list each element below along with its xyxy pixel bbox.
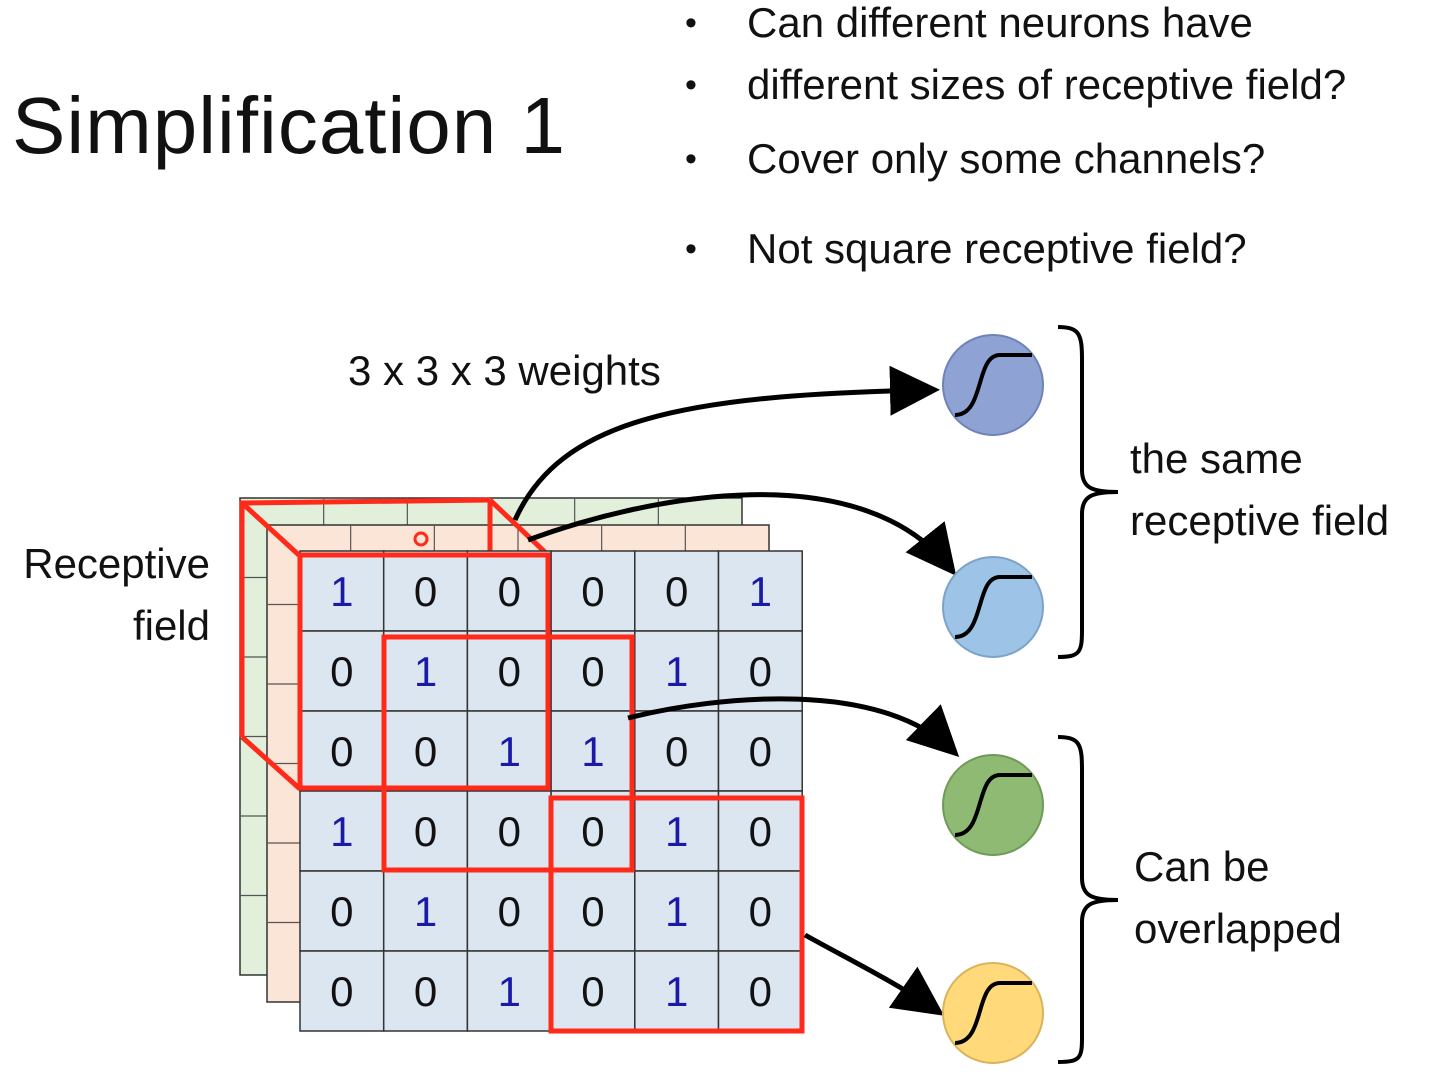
grid-cell-value: 0 xyxy=(665,568,688,615)
grid-cell xyxy=(466,950,552,1032)
grid-cell xyxy=(382,550,469,632)
grid-cell-value: 0 xyxy=(330,728,353,775)
grid-cell xyxy=(550,710,636,792)
grid-cell-value: 0 xyxy=(665,728,688,775)
question-1-line-1: Can different neurons have xyxy=(685,0,1346,54)
grid-cell xyxy=(466,550,552,632)
arrow-to-neuron-1 xyxy=(512,365,940,522)
weights-label: 3 x 3 x 3 weights xyxy=(348,347,661,394)
grid-cell-value: 0 xyxy=(581,968,604,1015)
brace-group-top xyxy=(1057,325,1119,659)
question-2: Cover only some channels? xyxy=(685,128,1346,190)
grid-cell xyxy=(717,950,803,1032)
grid-cell-value: 1 xyxy=(414,888,437,935)
grid-cell-value: 0 xyxy=(581,648,604,695)
grid-cell-value: 0 xyxy=(414,808,437,855)
grid-cell-value: 1 xyxy=(665,888,688,935)
grid-cell-value: 0 xyxy=(749,728,772,775)
neuron-1 xyxy=(942,334,1044,436)
question-1-line-2: different sizes of receptive field? xyxy=(685,54,1346,116)
receptive-field-label-line-2: field xyxy=(132,602,210,649)
grid-cell xyxy=(382,630,469,712)
grid-cell xyxy=(717,790,803,872)
grid-cell-value: 0 xyxy=(498,808,521,855)
grid-cell-value: 1 xyxy=(330,568,353,615)
overlapped-label: Can be overlapped xyxy=(1134,836,1342,960)
grid-cell-value: 0 xyxy=(581,568,604,615)
grid-cell xyxy=(466,630,552,712)
brace-group-bottom xyxy=(1057,735,1119,1064)
question-list: Can different neurons have different siz… xyxy=(685,0,1346,280)
arrow-to-neuron-2 xyxy=(527,492,957,576)
grid-cell-value: 1 xyxy=(665,808,688,855)
grid-cell-value: 0 xyxy=(330,888,353,935)
arrow-to-neuron-4 xyxy=(803,932,945,1016)
grid-cell-value: 0 xyxy=(581,888,604,935)
grid-cell-value: 1 xyxy=(665,968,688,1015)
grid-cell xyxy=(634,710,720,792)
receptive-field-3 xyxy=(548,795,805,1034)
grid-cell xyxy=(717,550,803,632)
neuron-4 xyxy=(942,962,1044,1064)
grid-cell xyxy=(717,710,803,792)
grid-cell xyxy=(299,550,385,632)
grid-cell xyxy=(299,790,385,872)
grid-cell xyxy=(382,950,469,1032)
receptive-field-highlights xyxy=(297,552,805,1034)
same-label-line-1: the same xyxy=(1130,435,1303,482)
grid-cell-value: 0 xyxy=(749,808,772,855)
sigmoid-icon xyxy=(954,981,1032,1045)
question-3: Not square receptive field? xyxy=(685,218,1346,280)
sigmoid-icon xyxy=(954,575,1032,639)
grid-cell-value: 0 xyxy=(498,888,521,935)
grid-cell-value: 0 xyxy=(749,648,772,695)
grid-cell-value: 1 xyxy=(581,728,604,775)
overlap-label-line-1: Can be xyxy=(1134,843,1270,890)
grid-cell xyxy=(382,710,469,792)
same-receptive-field-label: the same receptive field xyxy=(1130,428,1389,552)
input-grid-front: 1 0 0 0 0 1 0 1 0 0 1 0 0 0 1 1 0 0 1 0 0 0 1 0 0 1 0 0 1 0 0 0 1 0 1 0 xyxy=(299,550,803,1032)
grid-cell-value: 0 xyxy=(330,648,353,695)
grid-cell-value: 0 xyxy=(498,568,521,615)
neuron-3 xyxy=(942,754,1044,856)
origin-marker xyxy=(413,531,429,547)
same-label-line-2: receptive field xyxy=(1130,497,1390,544)
grid-cell-value: 0 xyxy=(581,808,604,855)
sigmoid-icon xyxy=(954,353,1032,417)
grid-cell-value: 0 xyxy=(498,648,521,695)
grid-cell-value: 1 xyxy=(498,728,521,775)
grid-cell-value: 1 xyxy=(749,568,772,615)
grid-cell-value: 0 xyxy=(749,888,772,935)
grid-cell-value: 0 xyxy=(414,568,437,615)
grid-cell-value: 0 xyxy=(414,968,437,1015)
grid-cell xyxy=(634,630,720,712)
grid-cell xyxy=(634,870,720,952)
receptive-field-2 xyxy=(381,634,635,873)
grid-cell-value: 1 xyxy=(330,808,353,855)
grid-cell-value: 1 xyxy=(665,648,688,695)
neuron-2 xyxy=(942,556,1044,658)
grid-cell-value: 0 xyxy=(414,728,437,775)
receptive-field-label-line-1: Receptive xyxy=(23,540,210,587)
receptive-field-label: Receptive field xyxy=(0,533,210,657)
grid-cell-value: 0 xyxy=(330,968,353,1015)
connection-arrows xyxy=(512,365,960,1016)
slide-title: Simplification 1 xyxy=(12,81,567,170)
grid-cell xyxy=(634,790,720,872)
grid-cell-value: 1 xyxy=(414,648,437,695)
sigmoid-icon xyxy=(954,773,1032,837)
grid-cell xyxy=(299,950,385,1032)
overlap-label-line-2: overlapped xyxy=(1134,905,1342,952)
grid-cell-value: 1 xyxy=(498,968,521,1015)
grid-cell xyxy=(550,870,636,952)
receptive-field-1 xyxy=(297,552,551,791)
receptive-field-box-back xyxy=(239,497,550,791)
arrow-to-neuron-3 xyxy=(627,696,960,757)
grid-cell xyxy=(550,550,636,632)
grid-cell-value: 0 xyxy=(749,968,772,1015)
grid-cell xyxy=(550,630,636,712)
